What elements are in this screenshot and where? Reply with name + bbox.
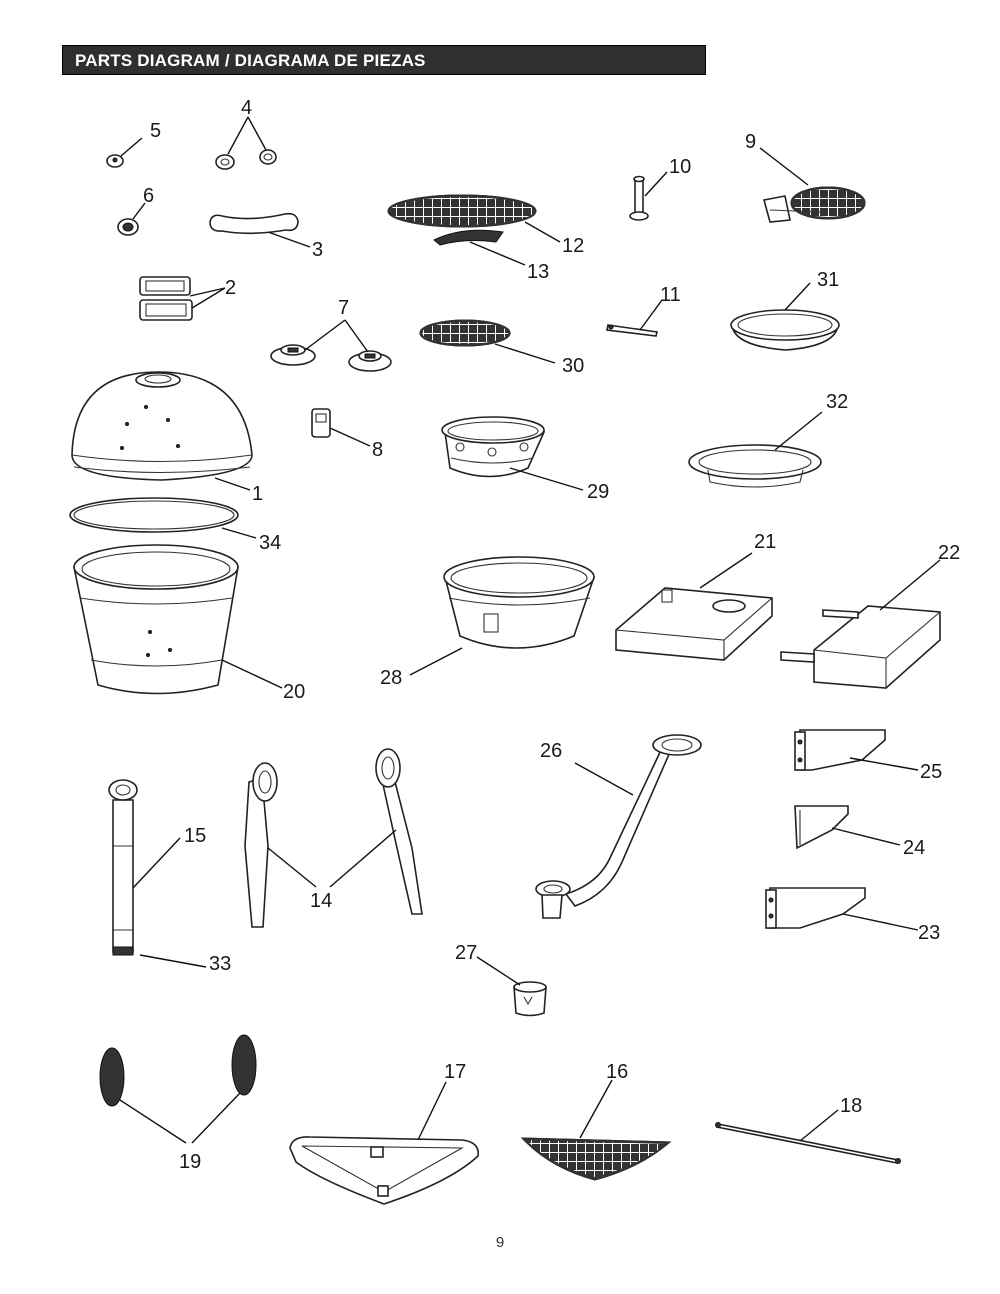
part-26-leg-tube xyxy=(535,734,702,919)
section-title: PARTS DIAGRAM / DIAGRAMA DE PIEZAS xyxy=(75,51,426,70)
label-23: 23 xyxy=(918,922,940,944)
label-3: 3 xyxy=(312,239,323,261)
label-10: 10 xyxy=(669,156,691,178)
label-22: 22 xyxy=(938,542,960,564)
label-29: 29 xyxy=(587,481,609,503)
part-8-clip xyxy=(311,408,371,447)
part-29-fire-basket xyxy=(441,416,584,491)
part-25-bracket xyxy=(794,729,919,771)
label-8: 8 xyxy=(372,439,383,461)
part-31-drip-pan xyxy=(730,282,840,351)
part-2-hinges xyxy=(139,276,226,321)
label-28: 28 xyxy=(380,667,402,689)
label-31: 31 xyxy=(817,269,839,291)
part-3-handle xyxy=(209,212,311,248)
part-20-base xyxy=(73,544,283,695)
label-6: 6 xyxy=(143,185,154,207)
part-33-leg-cap xyxy=(112,946,207,968)
label-33: 33 xyxy=(209,953,231,975)
label-1: 1 xyxy=(252,483,263,505)
label-24: 24 xyxy=(903,837,925,859)
part-19-wheels xyxy=(99,1034,257,1144)
label-32: 32 xyxy=(826,391,848,413)
part-number-labels: 1 2 3 4 5 6 7 8 9 10 11 12 13 14 15 16 1… xyxy=(143,97,960,1173)
label-7: 7 xyxy=(338,297,349,319)
label-27: 27 xyxy=(455,942,477,964)
part-10-pin xyxy=(629,171,668,221)
label-15: 15 xyxy=(184,825,206,847)
part-12-cooking-grate xyxy=(387,194,561,243)
label-34: 34 xyxy=(259,532,281,554)
label-2: 2 xyxy=(225,277,236,299)
part-1-dome-lid xyxy=(71,371,253,491)
label-12: 12 xyxy=(562,235,584,257)
part-32-heat-deflector-ring xyxy=(688,411,823,488)
label-25: 25 xyxy=(920,761,942,783)
label-26: 26 xyxy=(540,740,562,762)
label-21: 21 xyxy=(754,531,776,553)
label-16: 16 xyxy=(606,1061,628,1083)
label-19: 19 xyxy=(179,1151,201,1173)
label-30: 30 xyxy=(562,355,584,377)
section-header: PARTS DIAGRAM / DIAGRAMA DE PIEZAS xyxy=(62,45,706,75)
part-13-half-grate xyxy=(433,229,526,266)
part-16-half-grate xyxy=(520,1079,672,1181)
page-number: 9 xyxy=(495,1234,505,1251)
part-18-rod xyxy=(715,1109,901,1164)
part-34-gasket xyxy=(69,497,257,539)
part-11-grate-lifter xyxy=(606,299,663,337)
label-9: 9 xyxy=(745,131,756,153)
label-18: 18 xyxy=(840,1095,862,1117)
label-20: 20 xyxy=(283,681,305,703)
part-15-leg xyxy=(108,779,181,953)
label-17: 17 xyxy=(444,1061,466,1083)
label-11: 11 xyxy=(660,284,681,306)
part-21-shelf-bracket xyxy=(615,552,773,661)
part-6-cap xyxy=(117,202,146,236)
part-22-side-shelf xyxy=(780,559,941,689)
label-14: 14 xyxy=(310,890,332,912)
label-4: 4 xyxy=(241,97,252,119)
part-17-base-tray xyxy=(289,1081,479,1205)
part-4-pads xyxy=(215,116,277,170)
part-30-round-grate xyxy=(419,319,556,364)
part-23-bracket xyxy=(765,887,919,931)
label-5: 5 xyxy=(150,120,161,142)
part-5-knob xyxy=(106,137,143,168)
part-9-swing-rack xyxy=(759,147,866,223)
part-28-firebox xyxy=(409,556,596,676)
label-13: 13 xyxy=(527,261,549,283)
part-14-legs xyxy=(244,748,423,928)
part-24-bracket xyxy=(794,805,901,850)
part-27-cup xyxy=(476,956,547,1017)
part-7-vents xyxy=(270,319,392,372)
